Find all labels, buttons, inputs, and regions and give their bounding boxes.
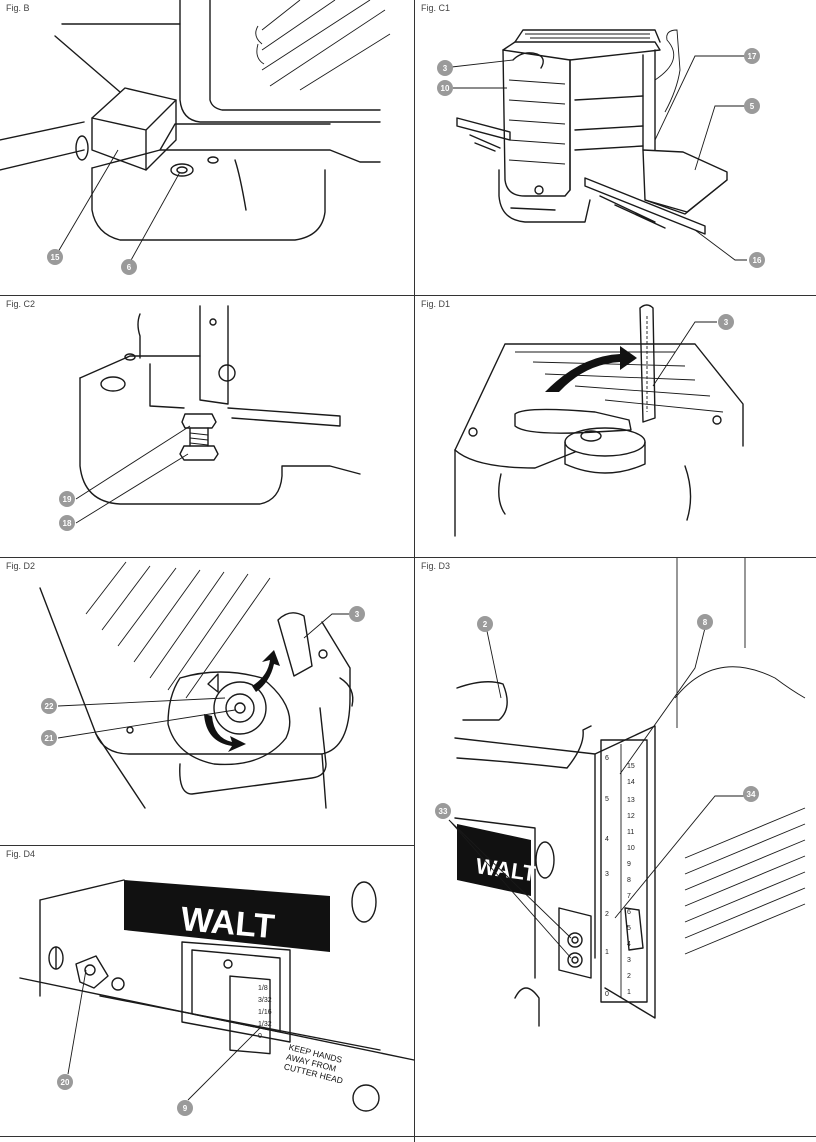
depth-scale: 1/8 3/32 1/16 1/32 0 xyxy=(258,985,272,1040)
divider-h3 xyxy=(0,845,414,846)
svg-text:10: 10 xyxy=(627,845,635,852)
figure-d2: Fig. D2 3 22 21 xyxy=(0,558,414,845)
svg-text:1/32: 1/32 xyxy=(258,1021,272,1028)
figure-b-drawing: 15 6 xyxy=(0,0,391,275)
svg-text:15: 15 xyxy=(51,253,60,262)
callout-10: 10 xyxy=(437,80,453,96)
svg-text:8: 8 xyxy=(703,618,708,627)
divider-vertical xyxy=(414,0,415,1142)
figure-b: Fig. B 15 6 xyxy=(0,0,414,295)
figure-d3-drawing: WALT 6 5 4 3 2 1 0 15 14 13 12 11 10 9 8… xyxy=(435,558,806,1027)
callout-9: 9 xyxy=(177,1100,193,1116)
svg-text:3: 3 xyxy=(355,610,360,619)
svg-text:20: 20 xyxy=(61,1078,70,1087)
callout-34: 34 xyxy=(743,786,759,802)
svg-text:5: 5 xyxy=(627,925,631,932)
svg-text:3: 3 xyxy=(627,957,631,964)
svg-text:5: 5 xyxy=(750,102,755,111)
callout-21: 21 xyxy=(41,730,57,746)
figure-label: Fig. C1 xyxy=(421,3,451,13)
figure-d2-drawing: 3 22 21 xyxy=(39,561,365,809)
warning-label: KEEP HANDS AWAY FROM CUTTER HEAD xyxy=(283,1042,344,1086)
callout-20: 20 xyxy=(57,1074,73,1090)
svg-text:1/16: 1/16 xyxy=(258,1009,272,1016)
callout-16: 16 xyxy=(749,252,765,268)
svg-text:0: 0 xyxy=(258,1033,262,1040)
svg-text:10: 10 xyxy=(441,84,450,93)
callout-15: 15 xyxy=(47,249,63,265)
svg-text:33: 33 xyxy=(439,807,448,816)
depth-scale: 6 5 4 3 2 1 0 15 14 13 12 11 10 9 8 7 6 … xyxy=(605,755,635,998)
figure-label: Fig. D1 xyxy=(421,299,451,309)
svg-text:7: 7 xyxy=(627,893,631,900)
callout-3: 3 xyxy=(718,314,734,330)
svg-text:2: 2 xyxy=(627,973,631,980)
figure-d4: Fig. D4 WALT 1/8 3/32 1/16 1/32 0 KEEP H… xyxy=(0,846,415,1136)
figure-d1-drawing: 3 xyxy=(454,304,744,537)
svg-text:14: 14 xyxy=(627,779,635,786)
svg-text:0: 0 xyxy=(605,991,609,998)
callout-3: 3 xyxy=(349,606,365,622)
figure-label: Fig. D4 xyxy=(6,849,36,859)
figure-label: Fig. C2 xyxy=(6,299,36,309)
callout-5: 5 xyxy=(744,98,760,114)
figure-d4-drawing: WALT 1/8 3/32 1/16 1/32 0 KEEP HANDS AWA… xyxy=(19,879,415,1116)
svg-text:2: 2 xyxy=(605,911,609,918)
svg-text:WALT: WALT xyxy=(179,900,276,946)
figure-c2-drawing: 19 18 xyxy=(59,305,361,531)
figure-d1: Fig. D1 3 xyxy=(415,296,816,557)
svg-text:6: 6 xyxy=(627,909,631,916)
callout-22: 22 xyxy=(41,698,57,714)
figure-c1: Fig. C1 3 10 17 5 16 xyxy=(415,0,816,295)
callout-8: 8 xyxy=(697,614,713,630)
callout-17: 17 xyxy=(744,48,760,64)
callout-33: 33 xyxy=(435,803,451,819)
callout-6: 6 xyxy=(121,259,137,275)
svg-text:19: 19 xyxy=(63,495,72,504)
svg-text:12: 12 xyxy=(627,813,635,820)
svg-text:4: 4 xyxy=(605,836,609,843)
callout-18: 18 xyxy=(59,515,75,531)
svg-text:3: 3 xyxy=(724,318,729,327)
callout-3: 3 xyxy=(437,60,453,76)
svg-text:1: 1 xyxy=(605,949,609,956)
svg-text:22: 22 xyxy=(45,702,54,711)
figure-label: Fig. D3 xyxy=(421,561,451,571)
svg-text:2: 2 xyxy=(483,620,488,629)
divider-h2 xyxy=(0,557,816,558)
callout-2: 2 xyxy=(477,616,493,632)
callout-19: 19 xyxy=(59,491,75,507)
svg-text:13: 13 xyxy=(627,797,635,804)
svg-text:1/8: 1/8 xyxy=(258,985,268,992)
svg-text:16: 16 xyxy=(753,256,762,265)
svg-text:18: 18 xyxy=(63,519,72,528)
svg-text:3: 3 xyxy=(605,871,609,878)
figure-c1-drawing: 3 10 17 5 16 xyxy=(437,29,765,268)
svg-text:8: 8 xyxy=(627,877,631,884)
svg-text:15: 15 xyxy=(627,763,635,770)
divider-h1 xyxy=(0,295,816,296)
svg-text:3: 3 xyxy=(443,64,448,73)
figure-label: Fig. B xyxy=(6,3,30,13)
svg-text:6: 6 xyxy=(127,263,132,272)
svg-text:21: 21 xyxy=(45,734,54,743)
divider-bottom xyxy=(0,1136,816,1137)
svg-text:6: 6 xyxy=(605,755,609,762)
figure-label: Fig. D2 xyxy=(6,561,36,571)
figure-c2: Fig. C2 19 18 xyxy=(0,296,414,557)
svg-text:3/32: 3/32 xyxy=(258,997,272,1004)
figure-d3: Fig. D3 WALT 6 5 4 3 2 1 0 15 xyxy=(415,558,816,1136)
svg-text:1: 1 xyxy=(627,989,631,996)
svg-text:17: 17 xyxy=(748,52,757,61)
svg-text:5: 5 xyxy=(605,796,609,803)
svg-text:9: 9 xyxy=(627,861,631,868)
svg-text:9: 9 xyxy=(183,1104,188,1113)
svg-text:34: 34 xyxy=(747,790,756,799)
svg-text:11: 11 xyxy=(627,829,634,836)
